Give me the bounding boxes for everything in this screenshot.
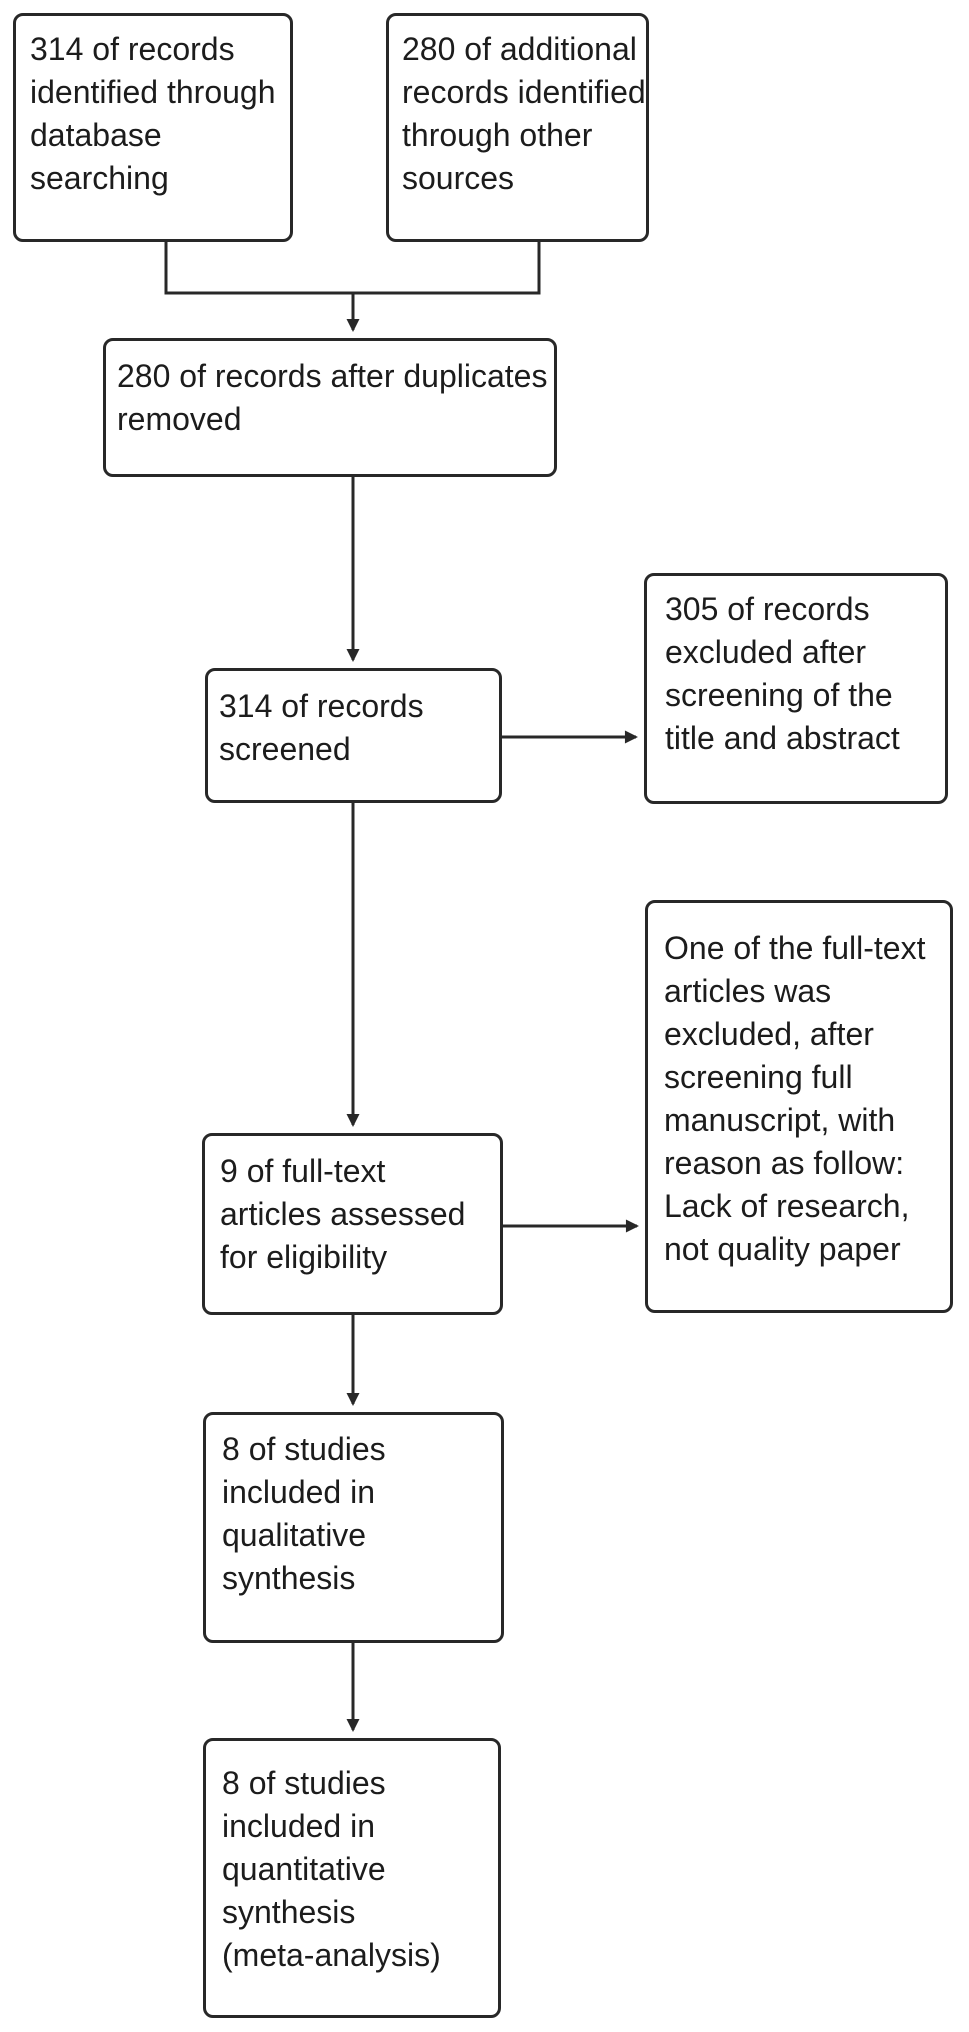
box-fulltext-articles-assessed: 9 of full-text articles assessed for eli… — [202, 1133, 503, 1315]
box-records-identified-other-sources: 280 of additional records identified thr… — [386, 13, 649, 242]
box-fulltext-article-excluded-reason: One of the full-text articles was exclud… — [645, 900, 953, 1313]
box-studies-quantitative-synthesis: 8 of studies included in quantitative sy… — [203, 1738, 501, 2018]
box-studies-qualitative-synthesis: 8 of studies included in qualitative syn… — [203, 1412, 504, 1643]
box-records-screened: 314 of records screened — [205, 668, 502, 803]
box-records-after-duplicates-removed: 280 of records after duplicates removed — [103, 338, 557, 477]
box-records-excluded-after-screening: 305 of records excluded after screening … — [644, 573, 948, 804]
merge-connector-line — [164, 242, 541, 295]
box-records-identified-database: 314 of records identified through databa… — [13, 13, 293, 242]
